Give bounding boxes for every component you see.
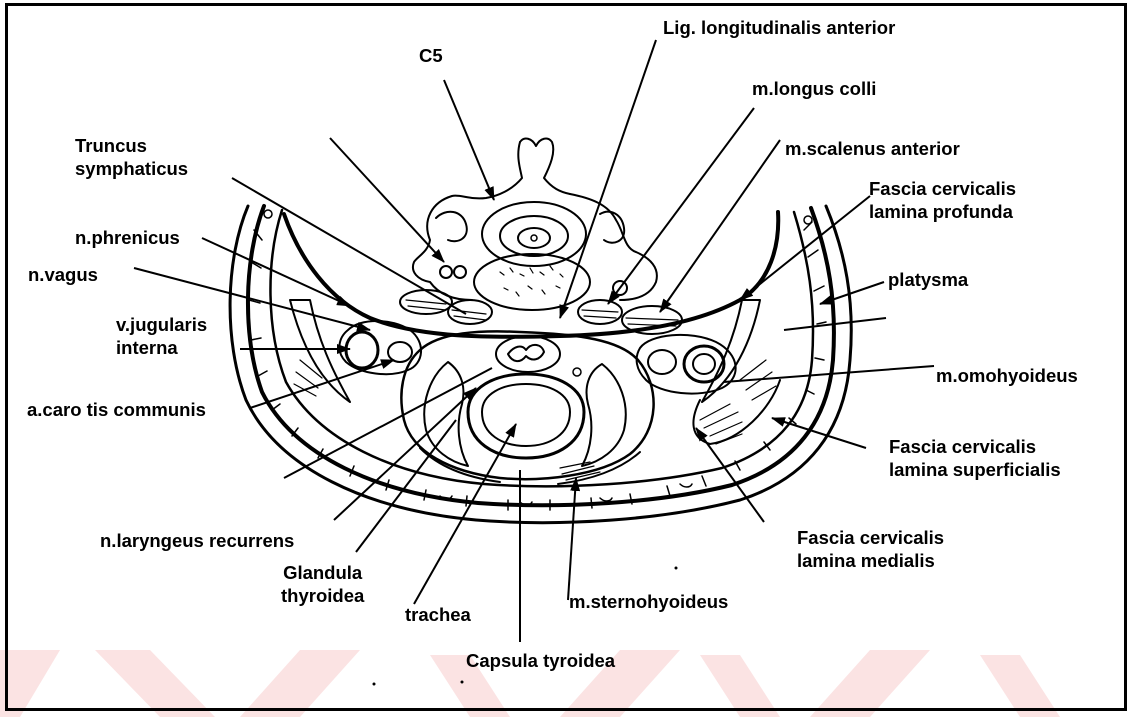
label-m-longus-colli: m.longus colli bbox=[752, 77, 876, 100]
label-n-vagus: n.vagus bbox=[28, 263, 98, 286]
label-capsula-tyroidea: Capsula tyroidea bbox=[466, 649, 615, 672]
label-m-omohyoideus: m.omohyoideus bbox=[936, 364, 1078, 387]
label-m-sternohyoideus: m.sternohyoideus bbox=[569, 590, 728, 613]
label-n-phrenicus: n.phrenicus bbox=[75, 226, 180, 249]
label-trachea: trachea bbox=[405, 603, 471, 626]
label-platysma: platysma bbox=[888, 268, 968, 291]
label-n-laryngeus-recurrens: n.laryngeus recurrens bbox=[100, 529, 294, 552]
label-lig-longitudinalis: Lig. longitudinalis anterior bbox=[663, 16, 895, 39]
label-a-carotis-communis: a.caro tis communis bbox=[27, 398, 206, 421]
label-c5: C5 bbox=[419, 44, 443, 67]
label-m-scalenus-anterior: m.scalenus anterior bbox=[785, 137, 960, 160]
